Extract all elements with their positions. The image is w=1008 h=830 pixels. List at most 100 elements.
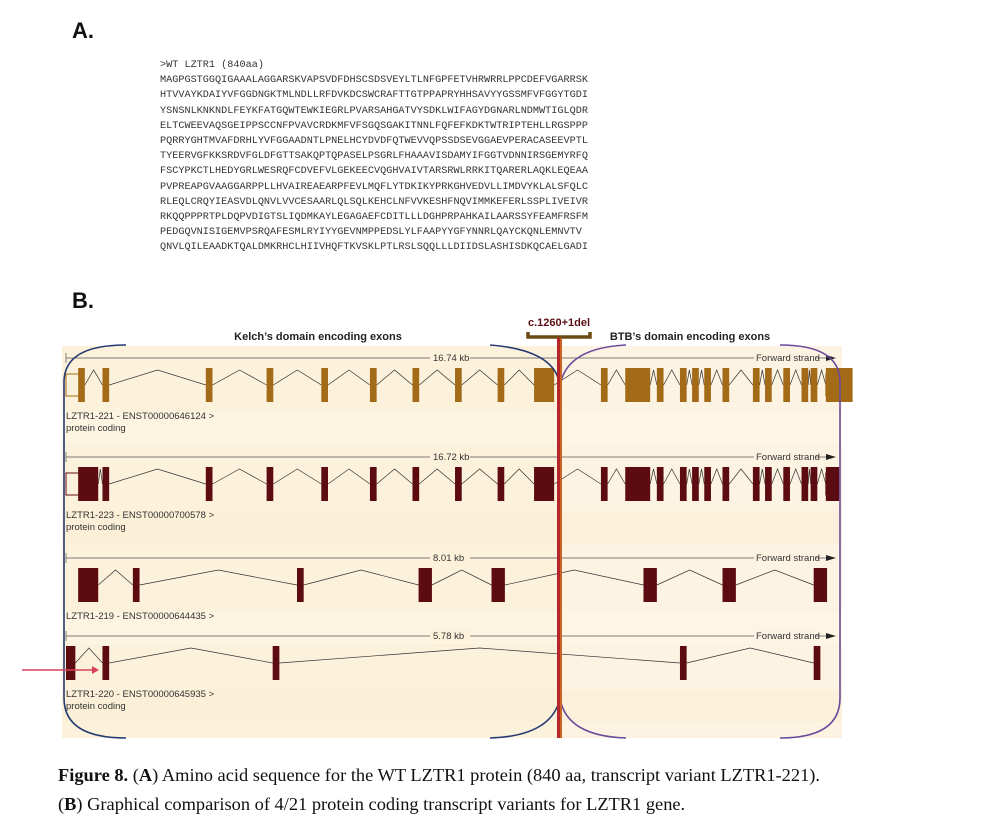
panel-a-label: A. [72,18,94,43]
exon [722,368,730,402]
sequence-line: RLEQLCRQYIEASVDLQNVLVVCESAARLQLSQLKEHCLN… [160,196,588,208]
intron-connector [663,369,681,386]
caption-part-3: ( [58,794,65,814]
intron-connector [139,569,298,586]
intron-connector [97,468,103,485]
exon [783,368,790,402]
caption-part-4: ) Graphical comparison of 4/21 protein c… [76,794,686,814]
exon [625,467,646,501]
strand-arrow [826,555,836,561]
intron-connector [663,468,681,485]
intron-connector [649,468,658,485]
exon [412,467,420,501]
exon [102,467,110,501]
mutation-bracket [526,332,592,339]
exon [66,646,76,680]
intron-connector [816,467,827,485]
sequence-line: ELTCWEEVAQSGEIPPSCCNFPVAVCRDKMFVFSGQSGAK… [160,120,588,132]
exon [600,368,608,402]
exon [825,467,840,501]
length-label-bg [430,551,470,563]
intron-connector [735,569,814,586]
exon [813,568,828,602]
intron-connector [273,369,322,386]
kelch-bracket-left [63,344,127,739]
sequence-line: HTVVAYKDAIYVFGGDNGKTMLNDLLRFDVKDCSWCRAFT… [160,90,588,102]
sequence-line: PEDGQVNISIGEMVPSRQAFESMLRYIYYGEVNMPPEDSL… [160,227,582,239]
strand-arrow [826,633,836,639]
exon [600,467,608,501]
intron-connector [728,468,754,485]
length-label-bg [430,351,470,363]
intron-connector [686,647,814,664]
exon [272,646,280,680]
mutation-position-line [557,338,562,738]
exon [497,467,505,501]
sequence-line: QNVLQILEAADKTQALDMKRHCLHIIVHQFTKVSKLPTLR… [160,242,588,254]
intron-connector [771,369,784,386]
utr-box [65,373,82,397]
intron-connector [279,647,680,664]
transcript-name: LZTR1-219 - ENST00000644435 > [66,611,215,622]
intron-connector [461,369,498,386]
strand-label: Forward strand [756,452,820,463]
length-label-bg [430,629,470,641]
length-label-bg [430,450,470,462]
kelch-domain-label: Kelch’s domain encoding exons [234,331,402,343]
intron-connector [771,468,784,485]
utr-box [65,472,95,496]
strand-arrow [826,454,836,460]
intron-connector [303,569,419,586]
exon [455,467,462,501]
transcript-length: 16.74 kb [433,353,469,364]
exon [765,467,772,501]
sequence-line: RKQQPPPRTPLDQPVDIGTSLIQDMKAYLEGAGAEFCDIT… [160,212,588,224]
intron-connector [807,468,811,485]
exon [491,568,505,602]
figure-caption: Figure 8. (A) Amino acid sequence for th… [58,761,988,819]
exon [704,467,711,501]
intron-connector [759,468,766,485]
intron-connector [75,647,103,664]
exon [534,467,555,501]
intron-connector [649,369,658,386]
exon [296,568,304,602]
exon [722,568,736,602]
transcript-length: 8.01 kb [433,553,464,564]
row-band [62,511,842,543]
exon [656,368,664,402]
exon [752,368,760,402]
intron-connector [789,468,802,485]
caption-part-1: ( [128,765,139,785]
exon [625,368,646,402]
utr-box [825,472,839,496]
exon [369,368,377,402]
intron-connector [376,468,413,485]
sequence-line: PVPREAPGVAAGGARPPLLHVAIREAEARPFEVLMQFLYT… [160,181,588,193]
exon [801,467,809,501]
intron-connector [84,369,103,386]
sequence-header: >WT LZTR1 (840aa) [160,60,264,71]
intron-connector [504,468,535,485]
caption-b-label: B [64,794,77,814]
exon [321,467,328,501]
sequence-lines: MAGPGSTGGQIGAAALAGGARSKVAPSVDFDHSCSDSVEY… [160,75,588,253]
exon [266,467,274,501]
row-band [62,690,842,722]
exon [78,568,99,602]
intron-connector [327,468,371,485]
amino-acid-sequence: >WT LZTR1 (840aa) MAGPGSTGGQIGAAALAGGARS… [160,58,588,256]
intron-connector [607,468,626,485]
exon [497,368,505,402]
exon [679,467,687,501]
intron-connector [607,369,626,386]
exon [810,368,818,402]
intron-connector [97,569,134,586]
exon [679,646,687,680]
transcript-name: LZTR1-220 - ENST00000645935 > [66,689,215,700]
strand-label: Forward strand [756,553,820,564]
exon [752,467,760,501]
intron-connector [461,468,498,485]
